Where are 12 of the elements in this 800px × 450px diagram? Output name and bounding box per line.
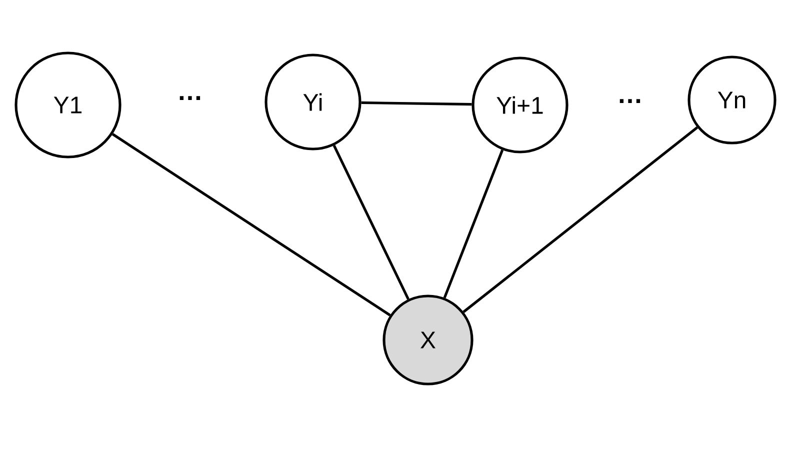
line (462, 126, 698, 313)
ellipsis: … (180, 96, 200, 100)
line (443, 150, 504, 298)
circle-node: Yi (264, 54, 362, 150)
circle-node: Yi+1 (472, 56, 568, 154)
ellipsis: … (620, 99, 640, 103)
circle-node: Y1 (14, 52, 122, 158)
circle-node: Yn (688, 56, 776, 144)
line (332, 144, 410, 300)
line (361, 101, 472, 106)
line (112, 133, 391, 316)
circle-node: X (382, 294, 474, 386)
